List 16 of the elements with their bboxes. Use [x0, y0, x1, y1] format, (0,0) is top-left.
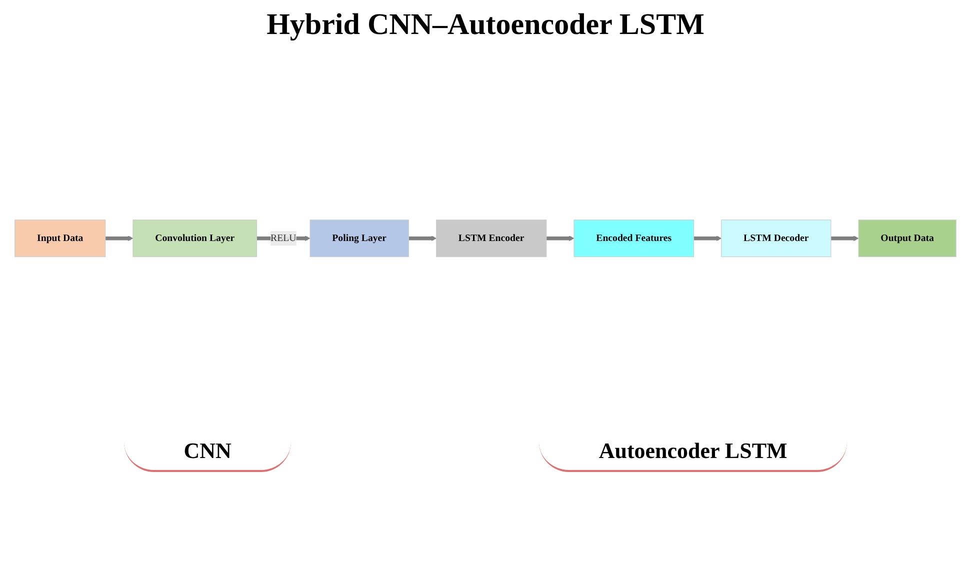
arrow	[546, 235, 574, 241]
arrow	[105, 235, 134, 241]
group-label: CNN	[124, 438, 292, 472]
node-box: LSTM Encoder	[436, 219, 547, 257]
node-box: Output Data	[858, 219, 956, 257]
arrow	[694, 235, 722, 241]
node-box: Encoded Features	[574, 219, 694, 257]
node-box: LSTM Decoder	[721, 219, 832, 257]
node-box: Input Data	[14, 219, 106, 257]
node-box: Poling Layer	[310, 219, 409, 257]
edge-label: RELU	[270, 232, 296, 243]
diagram-title: Hybrid CNN–Autoencoder LSTM	[266, 8, 706, 42]
arrow	[830, 235, 859, 241]
node-box: Convolution Layer	[132, 219, 258, 257]
arrow	[408, 235, 437, 241]
group-label: Autoencoder LSTM	[538, 438, 848, 472]
